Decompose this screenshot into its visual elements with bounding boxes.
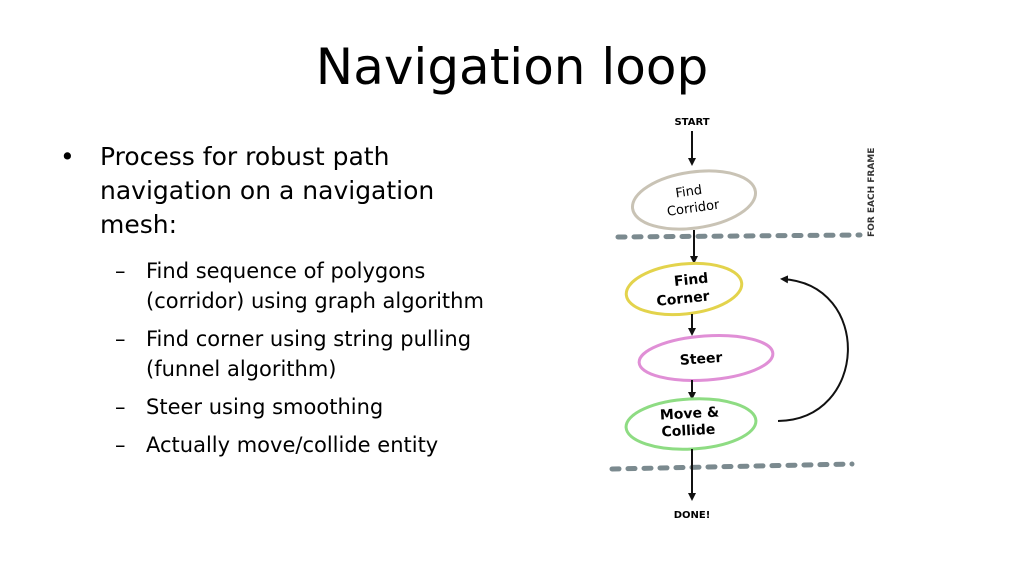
sub-bullet-text: Steer using smoothing [146, 395, 384, 419]
sub-bullet-marker: – [115, 395, 126, 419]
main-bullet: • Process for robust path navigation on … [60, 140, 490, 242]
sub-bullet-corridor: – Find sequence of polygons (corridor) u… [115, 256, 490, 316]
sub-bullet-text: Find sequence of polygons (corridor) usi… [146, 259, 484, 313]
navigation-loop-diagram: START Find Corridor FOR EACH FRAME Find … [609, 117, 877, 521]
slide-content: • Process for robust path navigation on … [60, 140, 490, 468]
divider-bottom [609, 461, 855, 472]
node-find-corridor-label-1: Find [675, 183, 703, 202]
node-find-corridor-ellipse [630, 169, 758, 231]
sub-bullet-text: Find corner using string pulling (funnel… [146, 327, 472, 381]
sub-bullet-text: Actually move/collide entity [146, 433, 439, 457]
sub-bullet-move: – Actually move/collide entity [115, 430, 490, 460]
node-find-corner-ellipse [624, 261, 744, 317]
start-label: START [674, 117, 709, 128]
for-each-frame-label: FOR EACH FRAME [867, 148, 877, 237]
sub-bullet-marker: – [115, 433, 126, 457]
sub-bullet-steer: – Steer using smoothing [115, 392, 490, 422]
done-label: DONE! [674, 510, 711, 521]
node-steer: Steer [637, 334, 775, 382]
node-steer-ellipse [637, 334, 775, 382]
slide-title: Navigation loop [315, 38, 709, 96]
node-find-corridor: Find Corridor [630, 169, 758, 231]
sub-bullet-list: – Find sequence of polygons (corridor) u… [60, 256, 490, 460]
node-move-collide-ellipse [624, 397, 758, 451]
sub-bullet-corner: – Find corner using string pulling (funn… [115, 324, 490, 384]
sub-bullet-marker: – [115, 259, 126, 283]
node-move-collide-label-2: Collide [661, 422, 716, 441]
node-find-corner-label-1: Find [673, 270, 709, 290]
node-steer-label: Steer [679, 350, 723, 369]
sub-bullet-marker: – [115, 327, 126, 351]
node-find-corner: Find Corner [624, 261, 744, 317]
node-move-collide: Move & Collide [624, 397, 758, 451]
main-bullet-text: Process for robust path navigation on a … [100, 142, 435, 239]
node-find-corridor-label-2: Corridor [666, 198, 721, 220]
node-find-corner-label-2: Corner [656, 288, 711, 309]
loop-back-arrow [777, 275, 849, 422]
divider-top [615, 232, 863, 240]
bullet-marker: • [60, 142, 75, 171]
node-move-collide-label-1: Move & [659, 405, 719, 424]
